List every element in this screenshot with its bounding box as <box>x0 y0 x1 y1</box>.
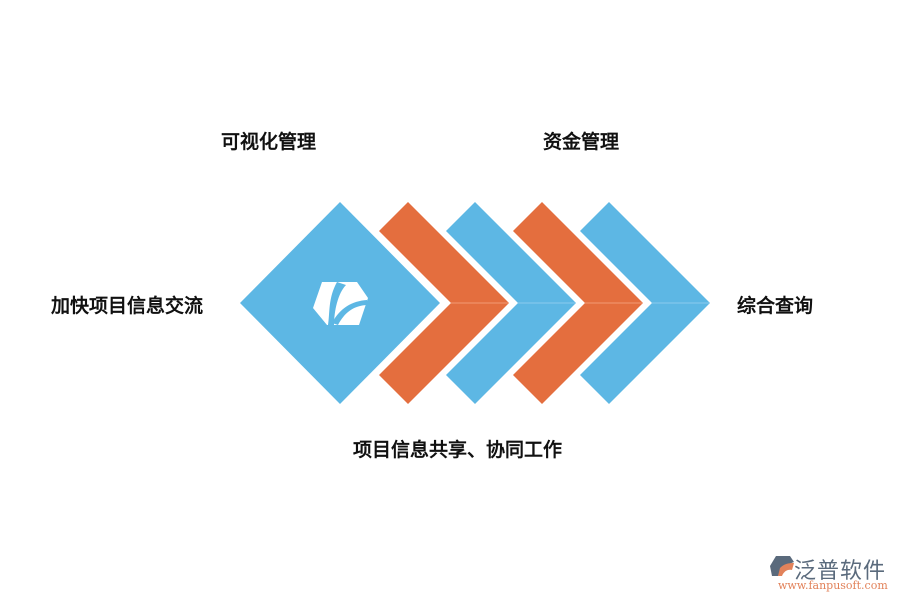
chevron-blue-4 <box>580 202 710 404</box>
chevron-orange-3 <box>513 202 643 404</box>
label-comprehensive-query: 综合查询 <box>737 295 814 317</box>
brand-name: 泛普软件 <box>794 559 887 584</box>
brand-url: www.fanpusoft.com <box>778 579 888 592</box>
label-speed-info-exchange: 加快项目信息交流 <box>51 295 204 317</box>
label-visual-management: 可视化管理 <box>221 131 317 153</box>
watermark-logo: 泛普软件 www.fanpusoft.com <box>768 553 896 593</box>
label-info-sharing-collaboration: 项目信息共享、协同工作 <box>353 439 563 461</box>
fanpu-logo-icon <box>313 282 368 325</box>
chevron-blue-2 <box>446 202 576 404</box>
brand-mark-icon <box>770 556 794 576</box>
chevron-orange-1 <box>379 202 509 404</box>
label-fund-management: 资金管理 <box>543 131 620 153</box>
